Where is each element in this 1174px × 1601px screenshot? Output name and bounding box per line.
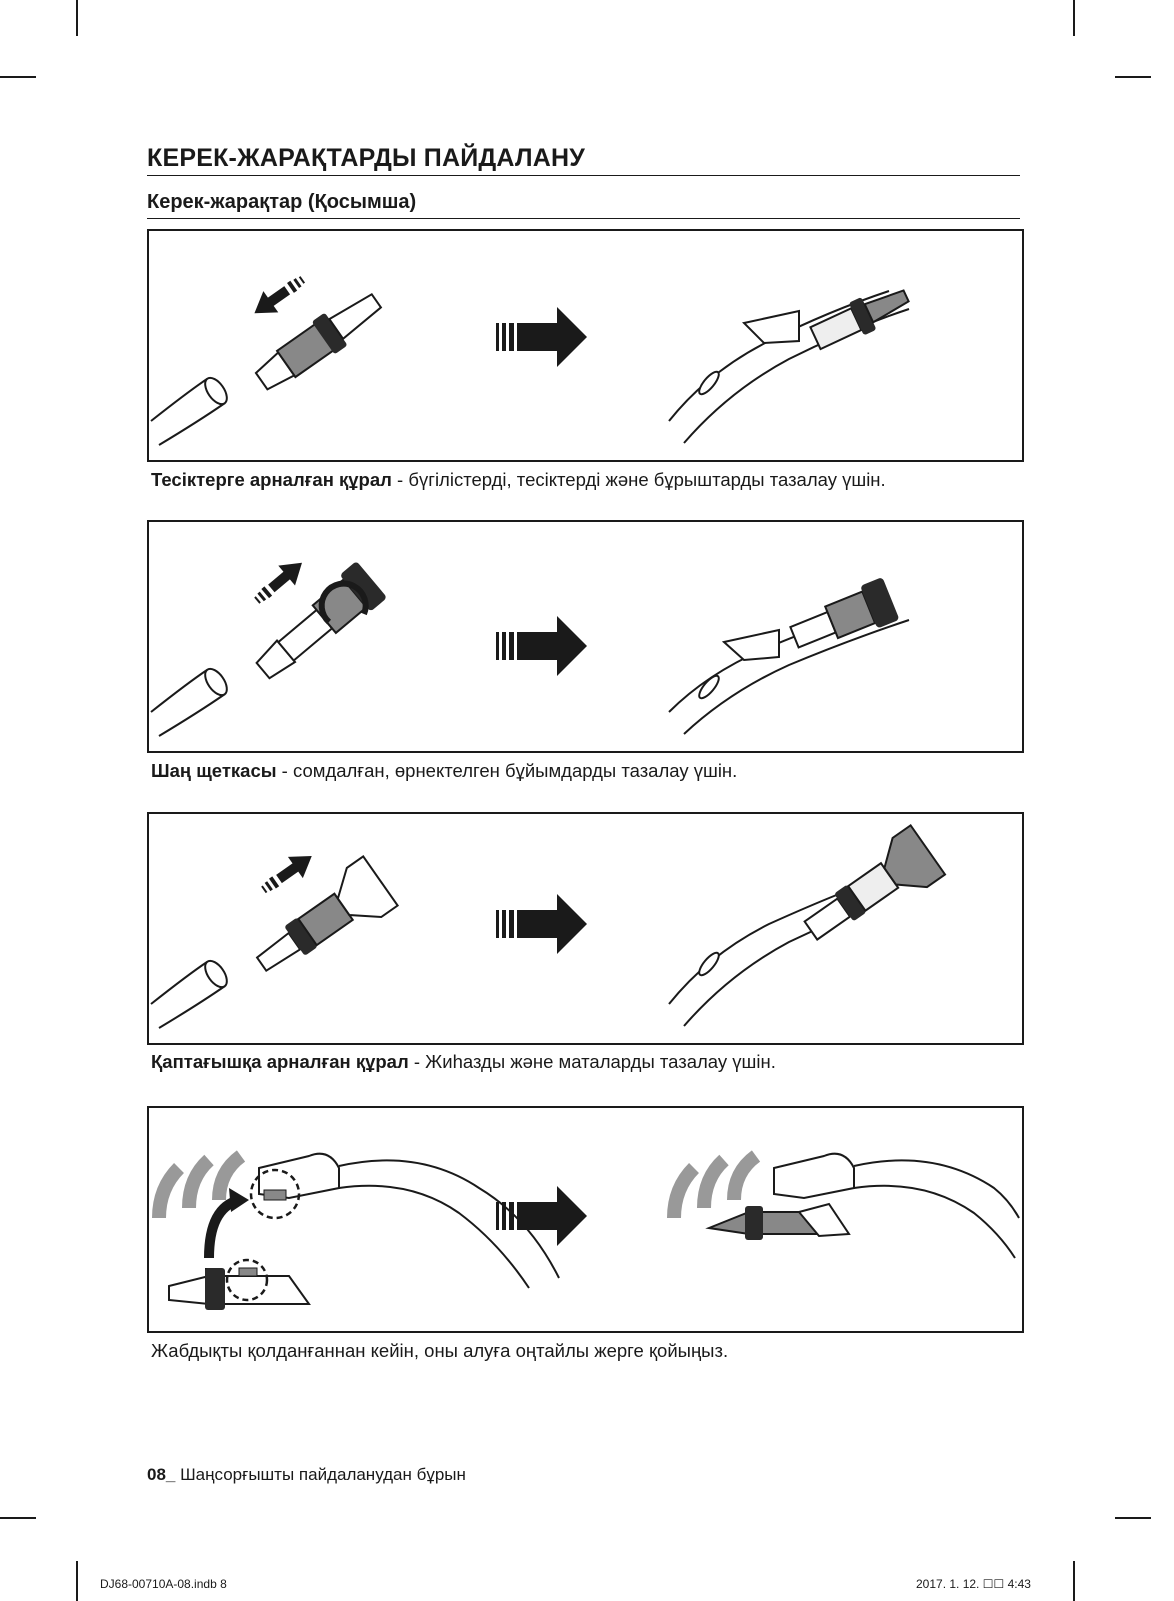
term: Шаң щеткасы	[151, 760, 277, 781]
motion-arrow-icon	[254, 276, 306, 314]
caption-dusting-brush: Шаң щеткасы - сомдалған, өрнектелген бұй…	[151, 760, 737, 782]
caption-tool-storage: Жабдықты қолданғаннан кейін, оны алуға о…	[151, 1340, 728, 1362]
upholstery-tool-illustration	[150, 823, 947, 1029]
crop-mark	[1115, 1517, 1151, 1519]
figure-tool-storage	[147, 1106, 1024, 1333]
crop-mark	[1115, 76, 1151, 78]
description: - бүгілістерді, тесіктерді және бұрыштар…	[391, 469, 886, 490]
crop-mark	[76, 1561, 78, 1601]
tool-storage-illustration	[152, 1150, 1020, 1310]
rotate-arrow-icon	[318, 580, 369, 625]
section-name: Шаңсорғышты пайдаланудан бұрын	[175, 1465, 466, 1484]
term: Тесіктерге арналған құрал	[151, 469, 392, 490]
brush-nozzle-icon	[255, 562, 386, 680]
description: Жабдықты қолданғаннан кейін, оны алуға о…	[151, 1340, 729, 1361]
crevice-nozzle-icon	[254, 292, 383, 391]
crop-mark	[1073, 0, 1075, 36]
crevice-tool-illustration	[150, 276, 910, 446]
dusting-brush-illustration	[150, 562, 910, 737]
hose-icon	[152, 1150, 246, 1219]
description: - Жиһазды және маталарды тазалау үшін.	[408, 1051, 776, 1072]
term: Қаптағышқа арналған құрал	[151, 1051, 409, 1072]
motion-arrow-icon	[261, 856, 312, 894]
crop-mark	[76, 0, 78, 36]
figure-crevice-tool	[147, 229, 1024, 462]
description: - сомдалған, өрнектелген бұйымдарды таза…	[276, 760, 738, 781]
figure-upholstery-tool	[147, 812, 1024, 1045]
highlight-circle	[225, 1258, 269, 1302]
motion-arrow-icon	[254, 562, 302, 604]
crop-mark	[1073, 1561, 1075, 1601]
page-number: 08_	[147, 1465, 176, 1484]
caption-crevice-tool: Тесіктерге арналған құрал - бүгілістерді…	[151, 469, 886, 491]
next-step-arrow-icon	[496, 616, 587, 676]
crop-mark	[0, 76, 36, 78]
print-slug-file: DJ68-00710A-08.indb 8	[100, 1577, 227, 1591]
page-title: КЕРЕК-ЖАРАҚТАРДЫ ПАЙДАЛАНУ	[147, 144, 1020, 176]
next-step-arrow-icon	[496, 894, 587, 954]
page-footer: 08_ Шаңсорғышты пайдаланудан бұрын	[147, 1465, 466, 1485]
next-step-arrow-icon	[496, 1186, 587, 1246]
print-slug-date: 2017. 1. 12. ☐☐ 4:43	[916, 1577, 1031, 1591]
figure-dusting-brush	[147, 520, 1024, 753]
caption-upholstery-tool: Қаптағышқа арналған құрал - Жиһазды және…	[151, 1051, 776, 1073]
section-subtitle: Керек-жарақтар (Қосымша)	[147, 190, 1020, 219]
highlight-circle	[249, 1168, 301, 1220]
next-step-arrow-icon	[496, 307, 587, 367]
crop-mark	[0, 1517, 36, 1519]
upholstery-nozzle-icon	[255, 855, 400, 973]
